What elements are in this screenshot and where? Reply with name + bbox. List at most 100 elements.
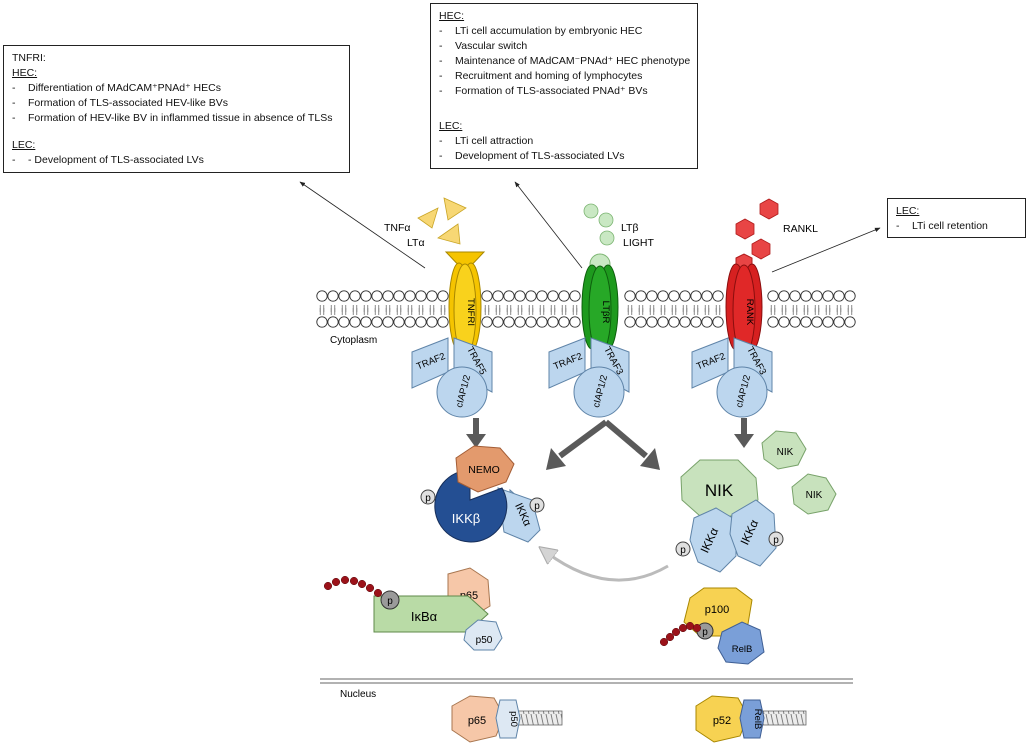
lipid-head [525, 290, 537, 302]
phospho-label: p [702, 627, 708, 638]
rankl-ligand-hexagon [759, 198, 779, 220]
lipid-head [558, 316, 570, 328]
p100-label: p100 [705, 604, 729, 616]
lta-label: LTα [407, 237, 425, 249]
p100-complex: p100 RelB p [683, 587, 765, 665]
phospho-label: p [534, 501, 540, 512]
lipid-head [800, 290, 812, 302]
ikk-canonical-complex: IKKα p IKKβ p NEMO [420, 445, 545, 543]
tnfri-hec-header: HEC: [12, 67, 38, 79]
rankl-ligand-hexagon [735, 218, 755, 240]
lipid-head [503, 316, 515, 328]
lipid-head [415, 290, 427, 302]
tnfri-hec-item: Differentiation of MAdCAM⁺PNAd⁺ HECs [12, 81, 341, 96]
lipid-head [690, 290, 702, 302]
lipid-head [338, 290, 350, 302]
rank-to-box-arrow [771, 227, 881, 273]
ltbr-hec-item: Formation of TLS-associated PNAd⁺ BVs [439, 84, 689, 99]
tnf-ligand-triangle [443, 197, 467, 221]
ubiquitin-bead [373, 588, 383, 598]
ltbr-lec-item: LTi cell attraction [439, 134, 689, 149]
lipid-head [437, 290, 449, 302]
tnfri-receptor-label: TNFRI [465, 298, 476, 326]
lipid-head [316, 290, 328, 302]
lt-ligand-circle [583, 203, 599, 219]
lipid-head [393, 290, 405, 302]
nik-to-ikk-curved-arrow [546, 552, 669, 582]
lipid-head [536, 290, 548, 302]
light-label: LIGHT [623, 237, 655, 249]
ltbr-receptor: LTβR [581, 253, 619, 355]
phospho-label: p [387, 596, 393, 607]
rankl-label: RANKL [783, 223, 818, 235]
tnfri-receptor: TNFRI [444, 251, 486, 357]
tnfri-box-title: TNFRI: [12, 52, 46, 64]
lipid-head [415, 316, 427, 328]
rank-lec-item: LTi cell retention [896, 219, 1017, 234]
ikkb-label: IKKβ [452, 511, 480, 526]
ltbr-hec-item: LTi cell accumulation by embryonic HEC [439, 24, 689, 39]
tnf-ligand-triangle [417, 207, 439, 229]
rank-receptor: RANK [725, 253, 763, 356]
lipid-head [778, 290, 790, 302]
lipid-head [701, 316, 713, 328]
lipid-head [360, 290, 372, 302]
ubiquitin-bead [665, 632, 675, 642]
nucleus-label: Nucleus [340, 689, 376, 700]
lipid-head [426, 290, 438, 302]
free-nik-hexagon: NIK [791, 473, 837, 515]
ubiquitin-bead [331, 577, 341, 587]
lipid-head [811, 316, 823, 328]
lipid-head [525, 316, 537, 328]
lt-ligand-circle [599, 230, 615, 246]
lipid-head [371, 290, 383, 302]
tnfri-hec-item: Formation of HEV-like BV in inflammed ti… [12, 111, 341, 126]
lipid-head [800, 316, 812, 328]
lipid-head [481, 316, 493, 328]
nik-label: NIK [705, 481, 734, 500]
lipid-head [833, 316, 845, 328]
lipid-head [492, 316, 504, 328]
tnf-ligand-triangle [437, 223, 461, 245]
phospho-label: p [680, 545, 686, 556]
ltbr-hec-header: HEC: [439, 10, 465, 22]
lipid-head [349, 290, 361, 302]
ikba-complex: p65 IκBα p50 p [373, 567, 503, 651]
lt-ligand-circle [598, 212, 614, 228]
free-nik-hexagon: NIK [761, 430, 807, 470]
ltbr-effects-box: HEC: LTi cell accumulation by embryonic … [430, 3, 698, 169]
lipid-head [349, 316, 361, 328]
lipid-head [767, 316, 779, 328]
rank-effects-box: LEC: LTi cell retention [887, 198, 1026, 238]
tnfa-label: TNFα [384, 222, 410, 234]
lipid-head [393, 316, 405, 328]
ubiquitin-bead [357, 579, 367, 589]
phospho-label: p [773, 535, 779, 546]
lipid-head [569, 290, 581, 302]
lipid-head [646, 316, 658, 328]
p50-label: p50 [508, 711, 519, 727]
ubiquitin-bead [340, 575, 350, 585]
dna-helix [759, 710, 807, 726]
ltbr-hec-item: Vascular switch [439, 39, 689, 54]
lipid-head [382, 290, 394, 302]
tnfri-adaptor-complex: TRAF2 TRAF5 cIAP1/2 [411, 337, 493, 418]
lipid-head [635, 290, 647, 302]
nik-label: NIK [806, 490, 823, 501]
lipid-head [778, 316, 790, 328]
lipid-head [547, 316, 559, 328]
nuclear-p65-p50-dimer: p65 p50 [451, 695, 563, 743]
ltbr-receptor-label: LTβR [600, 301, 611, 324]
ubiquitin-bead [349, 576, 359, 586]
lipid-head [371, 316, 383, 328]
nik-noncanonical-complex: NIK IKKα IKKα p p [675, 459, 784, 573]
lipid-head [382, 316, 394, 328]
nuclear-p52-relb-dimer: p52 RelB [695, 695, 807, 743]
ubiquitin-bead [685, 621, 695, 631]
lipid-head [569, 316, 581, 328]
lipid-head [437, 316, 449, 328]
tnfri-lec-item: - Development of TLS-associated LVs [12, 153, 341, 168]
cell-membrane [316, 290, 856, 328]
ltbr-adaptor-complex: TRAF2 TRAF3 cIAP1/2 [548, 337, 630, 418]
lipid-head [679, 316, 691, 328]
